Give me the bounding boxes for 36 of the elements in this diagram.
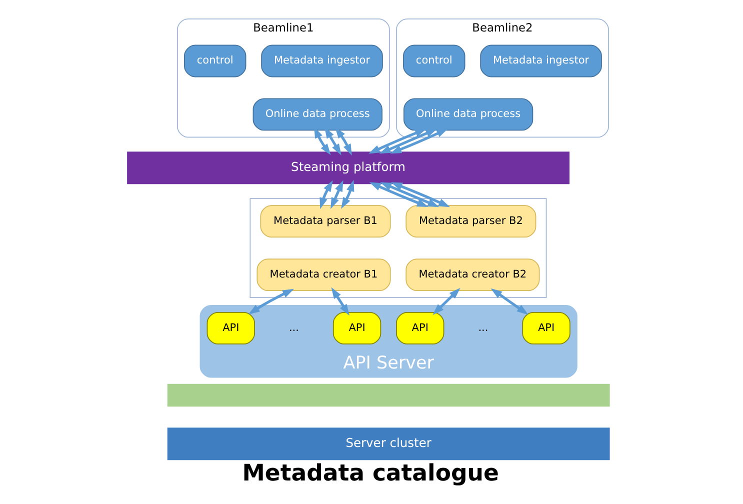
arrow: [368, 128, 426, 154]
arrow: [432, 288, 460, 316]
arrow: [490, 288, 528, 315]
node-box: Metadata parser B1: [260, 205, 391, 238]
arrow: [380, 182, 440, 208]
node-box: API: [522, 312, 570, 344]
node-box: Online data process: [403, 98, 534, 131]
node-box: Server cluster: [167, 428, 610, 460]
arrow: [248, 288, 294, 314]
node-box: Metadata creator B2: [406, 258, 540, 291]
node-box: API: [332, 312, 382, 344]
node-box: Metadata parser B2: [406, 205, 536, 238]
arrow: [379, 128, 438, 154]
node-box: control: [184, 44, 246, 78]
node-box: control: [403, 44, 466, 78]
arrow: [341, 180, 354, 209]
node-box: API: [206, 312, 255, 344]
node-box: Online data process: [252, 98, 382, 131]
arrow: [334, 127, 352, 156]
label: ...: [288, 322, 299, 334]
arrow: [320, 180, 333, 210]
node-box: Metadata creator B1: [256, 258, 391, 291]
node-box: Metadata ingestor: [261, 44, 383, 78]
arrow: [330, 180, 344, 209]
arrow: [369, 182, 428, 207]
node-box: Steaming platform: [127, 152, 570, 184]
node-box: API: [396, 312, 444, 344]
arrow: [324, 126, 342, 156]
arrow: [390, 182, 450, 208]
arrow: [390, 128, 448, 154]
diagram-title: Metadata catalogue: [242, 460, 499, 486]
arrow: [314, 126, 331, 156]
label: ...: [478, 322, 488, 334]
node-bar: [167, 384, 610, 407]
node-box: Metadata ingestor: [480, 44, 602, 78]
arrow: [331, 287, 350, 316]
